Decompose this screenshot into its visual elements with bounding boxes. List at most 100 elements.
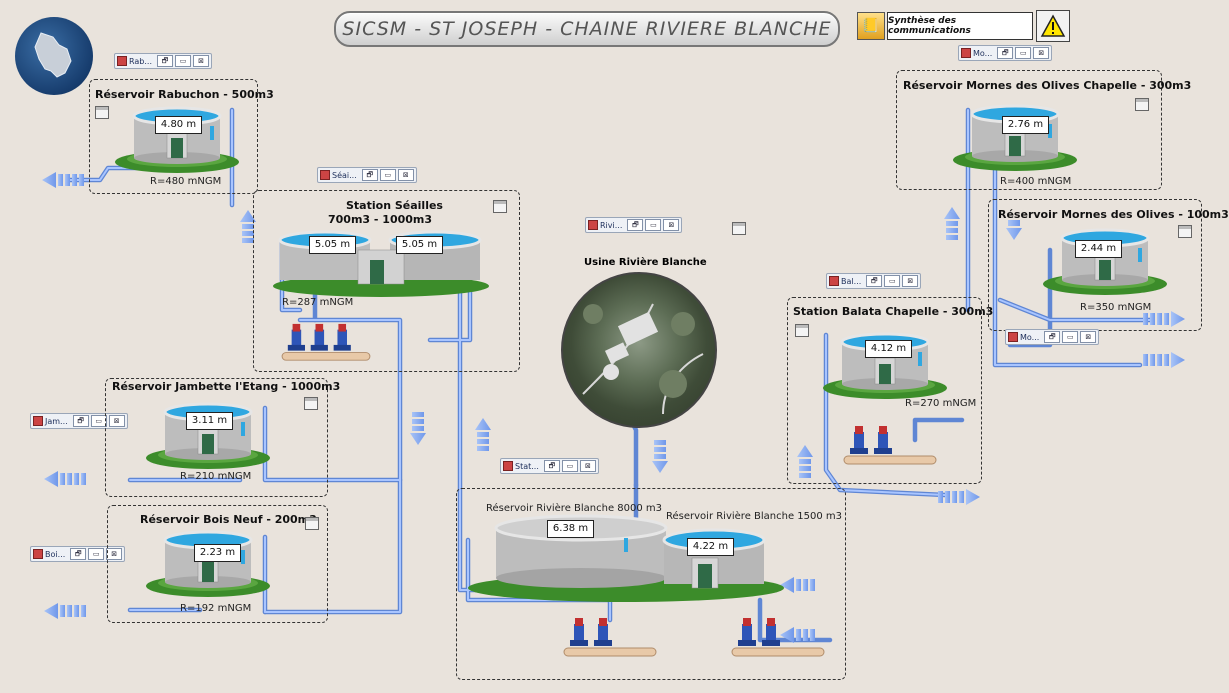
martinique-logo (15, 17, 93, 95)
station-riviereblanche (456, 488, 846, 680)
elevation-mornes-olives: R=350 mNGM (1080, 302, 1152, 313)
station-title-usine: Usine Rivière Blanche (584, 257, 707, 268)
flow-arrow-right-mornes (1143, 311, 1185, 327)
station-title-seailles: Station Séailles (346, 199, 443, 212)
station-title-mornes-chapelle: Réservoir Mornes des Olives Chapelle - 3… (903, 79, 1192, 92)
tank-balata (820, 330, 950, 400)
restore-button[interactable]: 🗗 (72, 415, 89, 427)
maximize-button[interactable]: ▭ (88, 548, 105, 560)
pump-group-rb-right (728, 616, 828, 660)
chart-icon (588, 220, 598, 230)
close-button[interactable]: ⊠ (1033, 47, 1050, 59)
station-jambette (105, 378, 328, 497)
station-mornes-chapelle (896, 70, 1162, 190)
flow-arrow-left-rb1500 (780, 577, 815, 593)
close-button[interactable]: ⊠ (193, 55, 209, 67)
calendar-icon[interactable] (795, 324, 809, 337)
flow-arrow-down-jambette (410, 412, 426, 445)
flow-arrow-left-jambette (44, 471, 86, 487)
label-rb-1500: Réservoir Rivière Blanche 1500 m3 (666, 511, 843, 522)
pump-group-balata (840, 424, 940, 468)
flow-arrow-up-seailles (240, 210, 256, 243)
chart-icon (961, 48, 971, 58)
chart-icon (503, 461, 513, 471)
calendar-icon[interactable] (493, 200, 507, 213)
calendar-icon[interactable] (1135, 98, 1149, 111)
maximize-button[interactable]: ▭ (561, 460, 578, 472)
restore-button[interactable]: 🗗 (70, 548, 87, 560)
mini-window-seailles[interactable]: Séai... 🗗 ▭ ⊠ (317, 167, 417, 183)
flow-arrow-right-balata (938, 489, 980, 505)
tank-mornes-olives (1040, 226, 1170, 296)
station-title-rabuchon: Réservoir Rabuchon - 500m3 (95, 88, 274, 101)
level-display-balata: 4.12 m (865, 340, 912, 358)
calendar-icon[interactable] (732, 222, 746, 235)
warning-icon[interactable] (1036, 10, 1070, 42)
restore-button[interactable]: 🗗 (157, 55, 173, 67)
page-title: SICSM - ST JOSEPH - CHAINE RIVIERE BLANC… (334, 11, 840, 47)
station-title-boisneuf: Réservoir Bois Neuf - 200m3 (140, 513, 317, 526)
close-button[interactable]: ⊠ (397, 169, 414, 181)
chart-icon (829, 276, 839, 286)
station-capacity-seailles: 700m3 - 1000m3 (328, 213, 433, 226)
mini-window-usine[interactable]: Rivi... 🗗 ▭ ⊠ (585, 217, 683, 233)
calendar-icon[interactable] (304, 397, 318, 410)
mini-window-rabuchon[interactable]: Rab... 🗗 ▭ ⊠ (114, 53, 212, 69)
close-button[interactable]: ⊠ (663, 219, 680, 231)
restore-button[interactable]: 🗗 (361, 169, 378, 181)
mini-window-mornes-olives[interactable]: Mo... 🗗 ▭ ⊠ (1005, 329, 1100, 345)
maximize-button[interactable]: ▭ (884, 275, 901, 287)
station-balata (787, 297, 982, 484)
maximize-button[interactable]: ▭ (175, 55, 191, 67)
restore-button[interactable]: 🗗 (627, 219, 644, 231)
station-seailles (253, 190, 520, 372)
communications-summary-button[interactable]: Synthèse des communications (887, 12, 1033, 40)
elevation-balata: R=270 mNGM (905, 398, 977, 409)
pump-group-seailles (276, 322, 376, 364)
chart-icon (1008, 332, 1018, 342)
maximize-button[interactable]: ▭ (1062, 331, 1079, 343)
elevation-mornes-chapelle: R=400 mNGM (1000, 176, 1072, 187)
restore-button[interactable]: 🗗 (543, 460, 560, 472)
tank-mornes-chapelle (950, 102, 1080, 172)
chart-icon (117, 56, 127, 66)
flow-arrow-down-mornes (1006, 220, 1022, 240)
level-display-rb-8000: 6.38 m (547, 520, 594, 538)
mini-window-riviereblanche[interactable]: Stat... 🗗 ▭ ⊠ (500, 458, 599, 474)
station-title-jambette: Réservoir Jambette l'Etang - 1000m3 (112, 380, 341, 393)
flow-arrow-up-balata (797, 445, 813, 478)
book-icon[interactable]: 📒 (857, 12, 885, 40)
flow-arrow-down-usine (652, 440, 668, 473)
maximize-button[interactable]: ▭ (90, 415, 107, 427)
calendar-icon[interactable] (1178, 225, 1192, 238)
mini-window-balata[interactable]: Bal... 🗗 ▭ ⊠ (826, 273, 922, 289)
station-boisneuf (107, 505, 328, 623)
close-button[interactable]: ⊠ (108, 415, 125, 427)
level-display-jambette: 3.11 m (186, 412, 233, 430)
station-rabuchon (89, 79, 258, 194)
calendar-icon[interactable] (305, 517, 319, 530)
mini-window-jambette[interactable]: Jam... 🗗 ▭ ⊠ (30, 413, 128, 429)
restore-button[interactable]: 🗗 (997, 47, 1014, 59)
maximize-button[interactable]: ▭ (645, 219, 662, 231)
close-button[interactable]: ⊠ (1080, 331, 1097, 343)
elevation-boisneuf: R=192 mNGM (180, 603, 252, 614)
mini-window-boisneuf[interactable]: Boi... 🗗 ▭ ⊠ (30, 546, 126, 562)
island-map-icon (34, 32, 72, 78)
tank-rabuchon (112, 104, 242, 174)
chart-icon (320, 170, 330, 180)
pump-group-rb-left (560, 616, 660, 660)
restore-button[interactable]: 🗗 (866, 275, 883, 287)
restore-button[interactable]: 🗗 (1044, 331, 1061, 343)
label-rb-8000: Réservoir Rivière Blanche 8000 m3 (486, 503, 663, 514)
mini-window-mornes-chapelle[interactable]: Mo... 🗗 ▭ ⊠ (958, 45, 1053, 61)
flow-arrow-left-boisneuf (44, 603, 86, 619)
maximize-button[interactable]: ▭ (1015, 47, 1032, 59)
close-button[interactable]: ⊠ (106, 548, 123, 560)
level-display-seailles-1: 5.05 m (309, 236, 356, 254)
close-button[interactable]: ⊠ (579, 460, 596, 472)
calendar-icon[interactable] (95, 106, 109, 119)
close-button[interactable]: ⊠ (902, 275, 919, 287)
station-title-balata: Station Balata Chapelle - 300m3 (793, 305, 994, 318)
maximize-button[interactable]: ▭ (379, 169, 396, 181)
